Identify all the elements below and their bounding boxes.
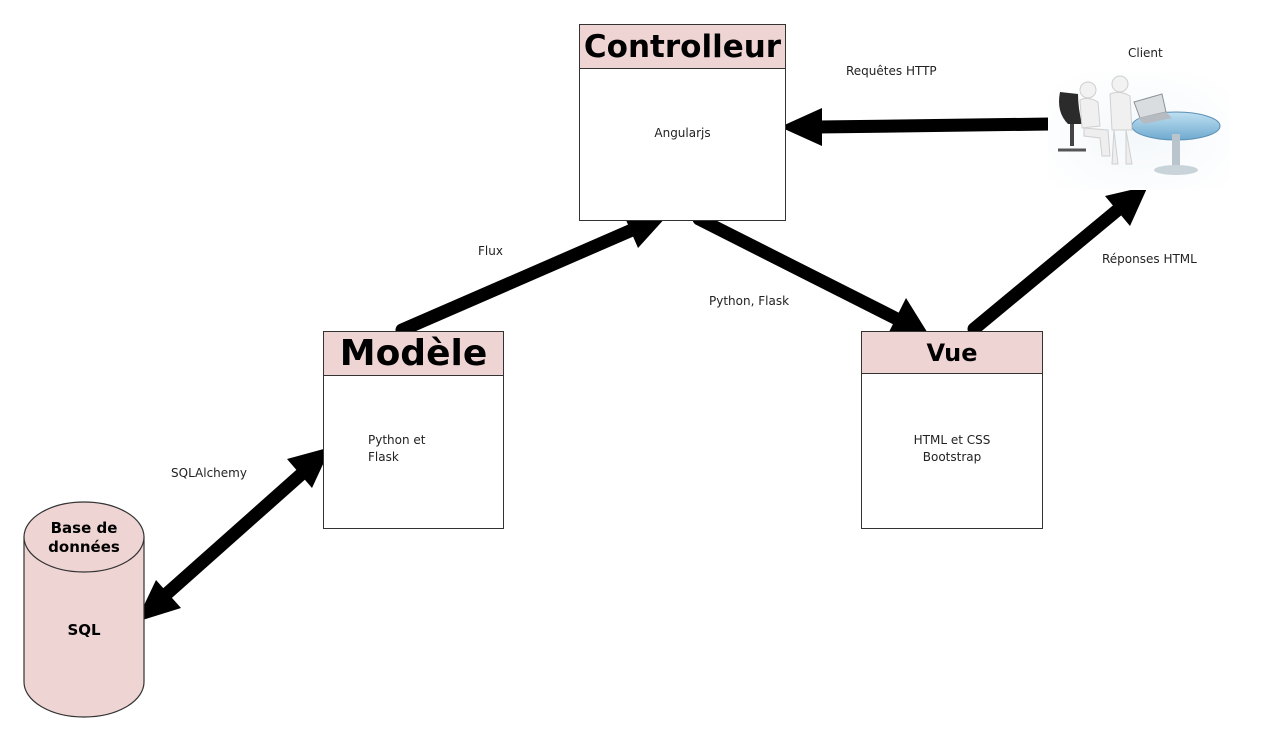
arrow-html-responses (967, 186, 1148, 336)
controller-body: Angularjs (654, 126, 711, 140)
arrow-http-requests (780, 108, 1057, 146)
model-body: Python et Flask (368, 432, 426, 466)
view-body-line2: Bootstrap (922, 450, 982, 464)
arrow-sqlalchemy (136, 447, 331, 622)
controller-title: Controlleur (580, 25, 785, 69)
view-body-line1: HTML et CSS (913, 433, 991, 447)
label-python-flask: Python, Flask (709, 294, 790, 308)
label-http-requests: Requêtes HTTP (846, 64, 937, 78)
label-client: Client (1128, 46, 1163, 60)
arrow-python-flask (692, 212, 929, 335)
database-title: Base de données (48, 519, 120, 556)
model-box: Modèle Python et Flask (323, 331, 504, 529)
model-body-line1: Python et (368, 433, 426, 447)
label-html-responses: Réponses HTML (1102, 252, 1197, 266)
model-title: Modèle (324, 332, 503, 376)
model-body-line2: Flask (368, 450, 399, 464)
controller-box: Controlleur Angularjs (579, 24, 786, 221)
client-meeting-icon (1048, 72, 1230, 190)
database-body: SQL (67, 621, 101, 639)
label-flux: Flux (478, 244, 503, 258)
label-sqlalchemy: SQLAlchemy (171, 466, 247, 480)
view-box: Vue HTML et CSS Bootstrap (861, 331, 1043, 529)
view-body: HTML et CSS Bootstrap (862, 432, 1042, 466)
database-cylinder (23, 501, 145, 718)
arrow-flux (395, 213, 667, 337)
view-title: Vue (862, 332, 1042, 374)
